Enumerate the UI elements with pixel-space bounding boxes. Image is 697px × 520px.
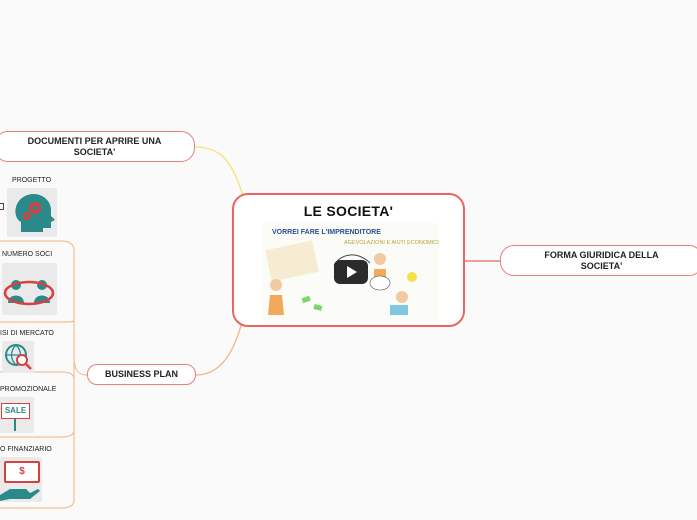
head-gears-icon (7, 188, 57, 237)
branch-documenti-label: DOCUMENTI PER APRIRE UNA SOCIETA' (27, 135, 162, 157)
link-central-documenti (194, 146, 244, 197)
video-play-button[interactable] (334, 260, 368, 284)
video-subtitle: AGEVOLAZIONI E AIUTI ECONOMICI (344, 240, 439, 246)
central-topic-title: LE SOCIETA' (303, 203, 394, 219)
partners-icon (2, 263, 57, 315)
branch-forma-giuridica[interactable]: FORMA GIURIDICA DELLA SOCIETA' (500, 245, 697, 276)
leaf-piano-finanziario[interactable]: O FINANZIARIO (0, 446, 52, 453)
video-illustration (265, 240, 417, 315)
money-label: $ (4, 461, 40, 483)
branch-business-plan-label: BUSINESS PLAN (104, 369, 178, 379)
leaf-piano-promozionale[interactable]: PROMOZIONALE (0, 386, 57, 393)
money-hand-icon: $ (0, 457, 42, 502)
link-central-business (195, 317, 244, 376)
sale-sign-icon: SALE (0, 397, 34, 433)
sale-sign-label: SALE (1, 403, 30, 419)
leaf-progetto[interactable]: PROGETTO (12, 177, 52, 184)
link-business-leaves (0, 240, 88, 509)
video-thumbnail[interactable]: VORREI FARE L'IMPRENDITORE AGEVOLAZIONI … (262, 223, 439, 322)
video-title: VORREI FARE L'IMPRENDITORE (272, 229, 381, 236)
globe-search-icon (2, 341, 34, 373)
leaf-analisi-mercato[interactable]: ISI DI MERCATO (0, 330, 54, 337)
branch-forma-giuridica-label: FORMA GIURIDICA DELLA SOCIETA' (544, 249, 659, 271)
branch-documenti[interactable]: DOCUMENTI PER APRIRE UNA SOCIETA' (0, 131, 195, 162)
central-topic[interactable]: LE SOCIETA' VORREI FARE L'IMPRENDITORE A… (232, 193, 465, 327)
branch-business-plan[interactable]: BUSINESS PLAN (87, 364, 196, 385)
collapsed-marker[interactable] (0, 203, 4, 210)
leaf-numero-soci[interactable]: NUMERO SOCI (2, 251, 53, 258)
